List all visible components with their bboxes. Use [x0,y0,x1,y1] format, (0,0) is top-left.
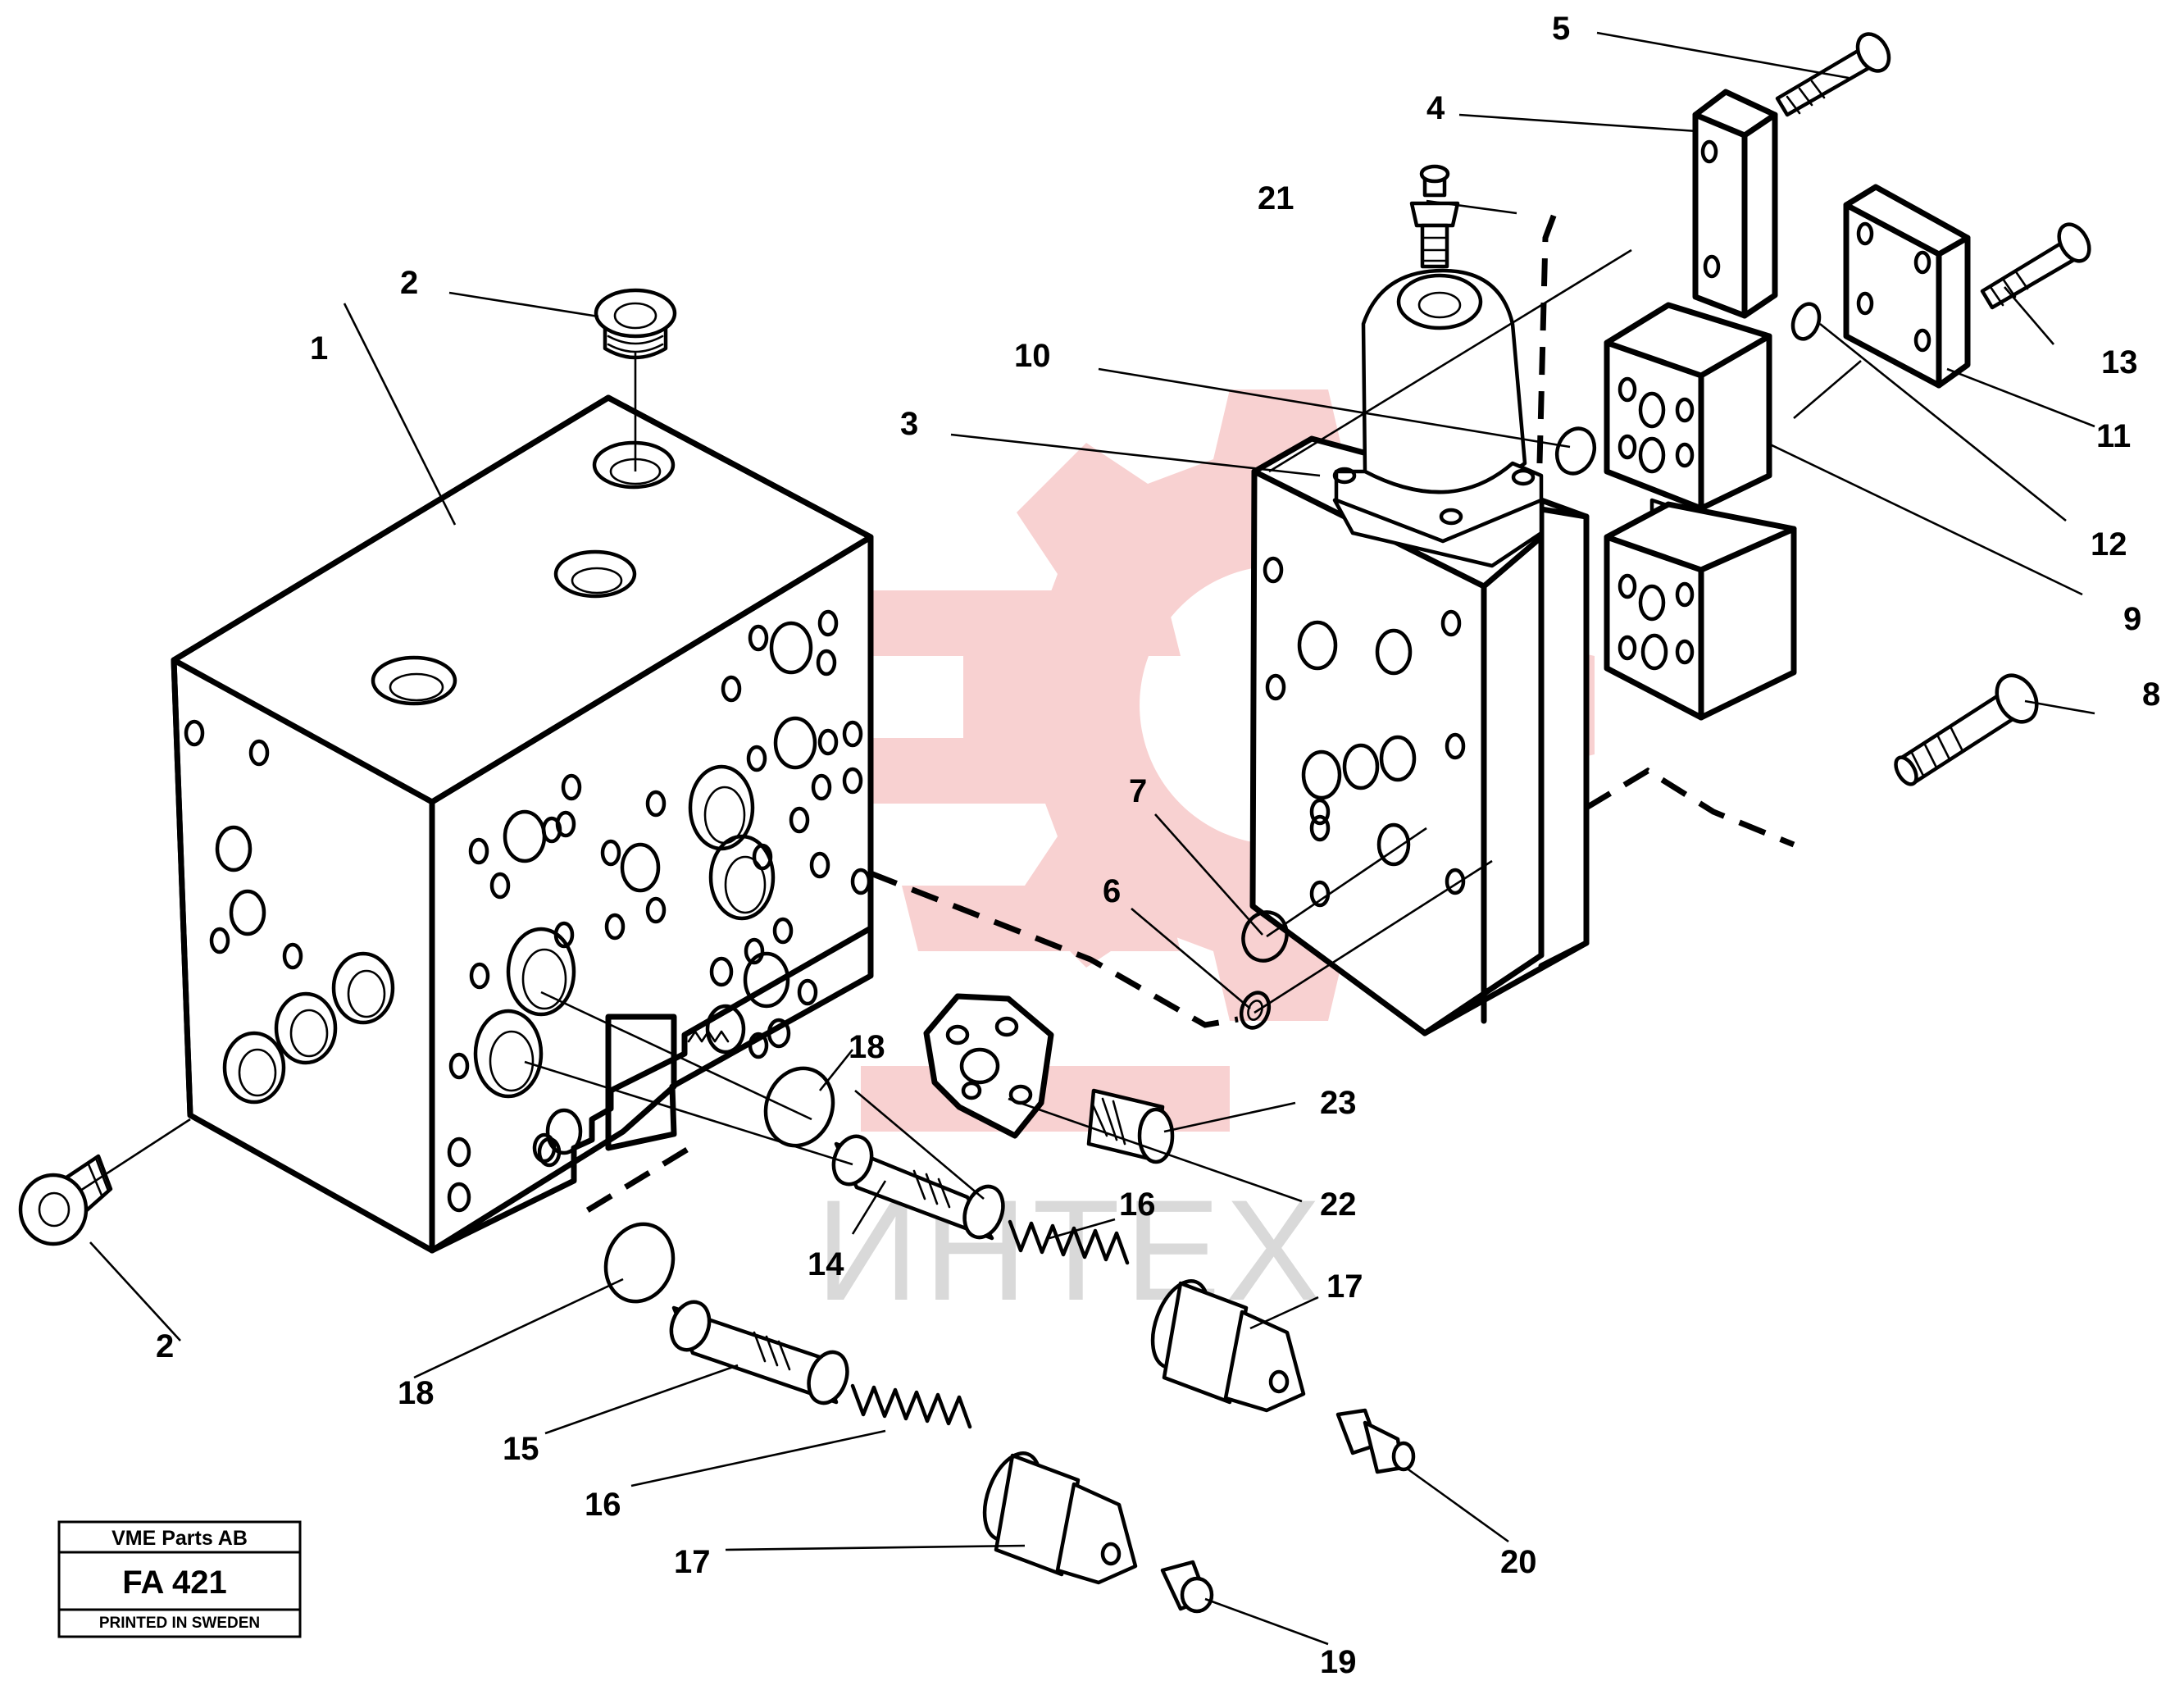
callout-numbers: 1 2 2 3 4 5 6 7 8 9 10 11 12 13 14 15 16… [156,11,2160,1680]
part-17-plug-upper [1150,1279,1306,1413]
callout-14: 14 [808,1246,844,1282]
left-face-holes [184,719,395,1105]
callout-21: 21 [1258,180,1294,216]
part-18-o-ring-upper [763,1066,835,1148]
part-16-spring-upper [1008,1219,1130,1265]
right-face-holes [447,609,871,1213]
callout-9: 9 [2123,601,2141,637]
callout-16-lower: 16 [585,1487,621,1523]
part-9-solenoid-valve [1604,302,1797,721]
callout-20: 20 [1500,1544,1537,1580]
callout-17-lower: 17 [674,1544,711,1580]
callout-2-top: 2 [400,265,418,301]
part-2-plug-top [594,288,677,360]
part-20-fitting [1335,1408,1416,1474]
callout-3: 3 [900,406,918,442]
part-1-main-valve-block [171,394,874,1254]
part-8-bolt [1894,673,2039,786]
callout-18-upper: 18 [849,1029,885,1065]
callout-23: 23 [1320,1085,1357,1121]
part-3-solenoid-cap [1332,268,1544,544]
callout-13: 13 [2101,344,2138,380]
callout-11: 11 [2096,418,2131,454]
part-4-spacer-block [1692,89,1778,319]
title-block-printed: PRINTED IN SWEDEN [99,1615,260,1632]
part-16-spring-lower [850,1383,972,1429]
part-21-fitting [1409,164,1460,269]
title-block: VME Parts AB FA 421 PRINTED IN SWEDEN [57,1520,302,1638]
part-5-bolt [1775,32,1891,117]
callout-16-upper: 16 [1119,1187,1156,1223]
part-11-cover-plate [1843,184,1971,389]
part-2-plug-bottom [18,1154,113,1246]
callout-10: 10 [1014,338,1051,374]
callout-7: 7 [1129,773,1147,809]
top-port [371,440,676,706]
callout-12: 12 [2091,526,2127,563]
part-13-bolt [1980,222,2091,310]
callout-1: 1 [310,330,328,367]
part-10-o-ring [1554,426,1597,476]
title-block-code: FA 421 [122,1565,226,1601]
callout-4: 4 [1426,90,1445,126]
callout-8: 8 [2142,676,2160,713]
part-12-o-ring [1790,302,1822,341]
callout-17-upper: 17 [1326,1269,1363,1305]
callout-19: 19 [1320,1644,1357,1680]
part-15-spool [669,1300,849,1405]
callout-18-lower: 18 [398,1375,435,1411]
callout-15: 15 [503,1431,539,1467]
callout-22: 22 [1320,1187,1357,1223]
part-17-plug-lower [982,1451,1138,1585]
part-14-spool [831,1134,1005,1241]
title-block-company: VME Parts AB [111,1527,248,1550]
part-22-flange [923,993,1054,1139]
assembly-lines [580,203,1795,1216]
part-7-o-ring [1241,910,1289,963]
part-19-plug [1160,1560,1214,1614]
callout-5: 5 [1552,11,1570,47]
part-18-o-ring-lower [603,1222,676,1304]
callout-6: 6 [1103,873,1121,909]
callout-2-bottom: 2 [156,1328,174,1364]
part-23-bolt [1086,1088,1175,1164]
leader-lines [80,31,2095,1646]
